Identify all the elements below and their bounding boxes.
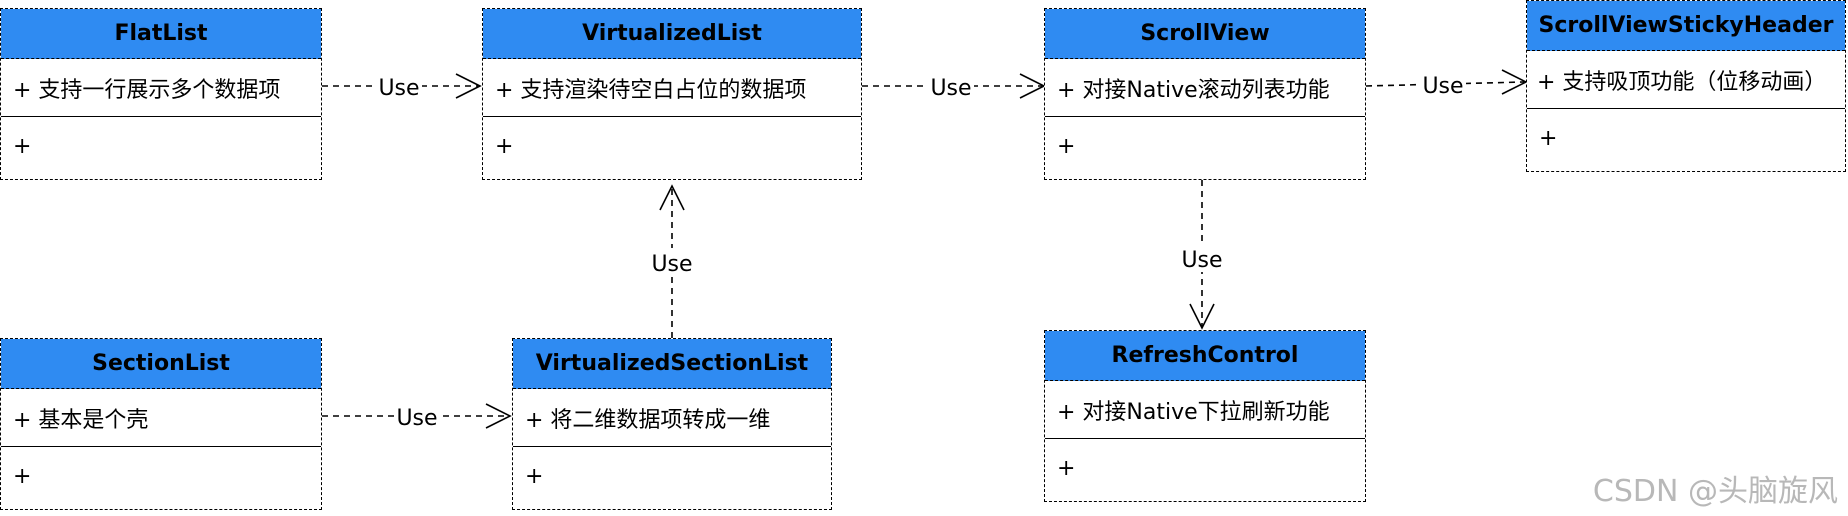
- watermark: CSDN @头脑旋风: [1592, 474, 1838, 509]
- class-scrollviewstickyheader[interactable]: ScrollViewStickyHeader + 支持吸顶功能（位移动画） +: [1526, 0, 1846, 172]
- class-attribute: + 对接Native下拉刷新功能: [1045, 381, 1365, 439]
- arrowhead-4: [659, 184, 685, 211]
- class-scrollview[interactable]: ScrollView + 对接Native滚动列表功能 +: [1044, 8, 1366, 180]
- class-refreshcontrol[interactable]: RefreshControl + 对接Native下拉刷新功能 +: [1044, 330, 1366, 502]
- class-sectionlist[interactable]: SectionList + 基本是个壳 +: [0, 338, 322, 510]
- edge-label: Use: [396, 406, 437, 431]
- class-operations: +: [13, 134, 32, 159]
- class-name: RefreshControl: [1045, 331, 1365, 381]
- class-name: VirtualizedList: [483, 9, 861, 59]
- class-virtualizedsectionlist[interactable]: VirtualizedSectionList + 将二维数据项转成一维 +: [512, 338, 832, 510]
- class-attribute: + 基本是个壳: [1, 389, 321, 447]
- class-operations: +: [525, 464, 544, 489]
- class-operations: +: [1057, 456, 1076, 481]
- class-attribute: + 支持一行展示多个数据项: [1, 59, 321, 117]
- edge-label: Use: [1181, 248, 1222, 273]
- arrowhead-1: [455, 73, 482, 99]
- class-attribute: + 对接Native滚动列表功能: [1045, 59, 1365, 117]
- edge-label: Use: [1422, 74, 1463, 99]
- class-attribute: + 支持吸顶功能（位移动画）: [1527, 51, 1845, 109]
- class-operations: +: [1057, 134, 1076, 159]
- arrowhead-5: [485, 403, 512, 429]
- class-name: FlatList: [1, 9, 321, 59]
- class-operations: +: [1539, 126, 1558, 151]
- edge-label: Use: [378, 76, 419, 101]
- class-name: VirtualizedSectionList: [513, 339, 831, 389]
- edge-label: Use: [651, 252, 692, 277]
- class-operations: +: [13, 464, 32, 489]
- edge-label: Use: [930, 76, 971, 101]
- class-flatlist[interactable]: FlatList + 支持一行展示多个数据项 +: [0, 8, 322, 180]
- class-name: SectionList: [1, 339, 321, 389]
- arrowhead-6: [1189, 303, 1215, 330]
- class-name: ScrollViewStickyHeader: [1527, 1, 1845, 51]
- class-name: ScrollView: [1045, 9, 1365, 59]
- class-operations: +: [495, 134, 514, 159]
- class-attribute: + 将二维数据项转成一维: [513, 389, 831, 447]
- class-virtualizedlist[interactable]: VirtualizedList + 支持渲染待空白占位的数据项 +: [482, 8, 862, 180]
- class-attribute: + 支持渲染待空白占位的数据项: [483, 59, 861, 117]
